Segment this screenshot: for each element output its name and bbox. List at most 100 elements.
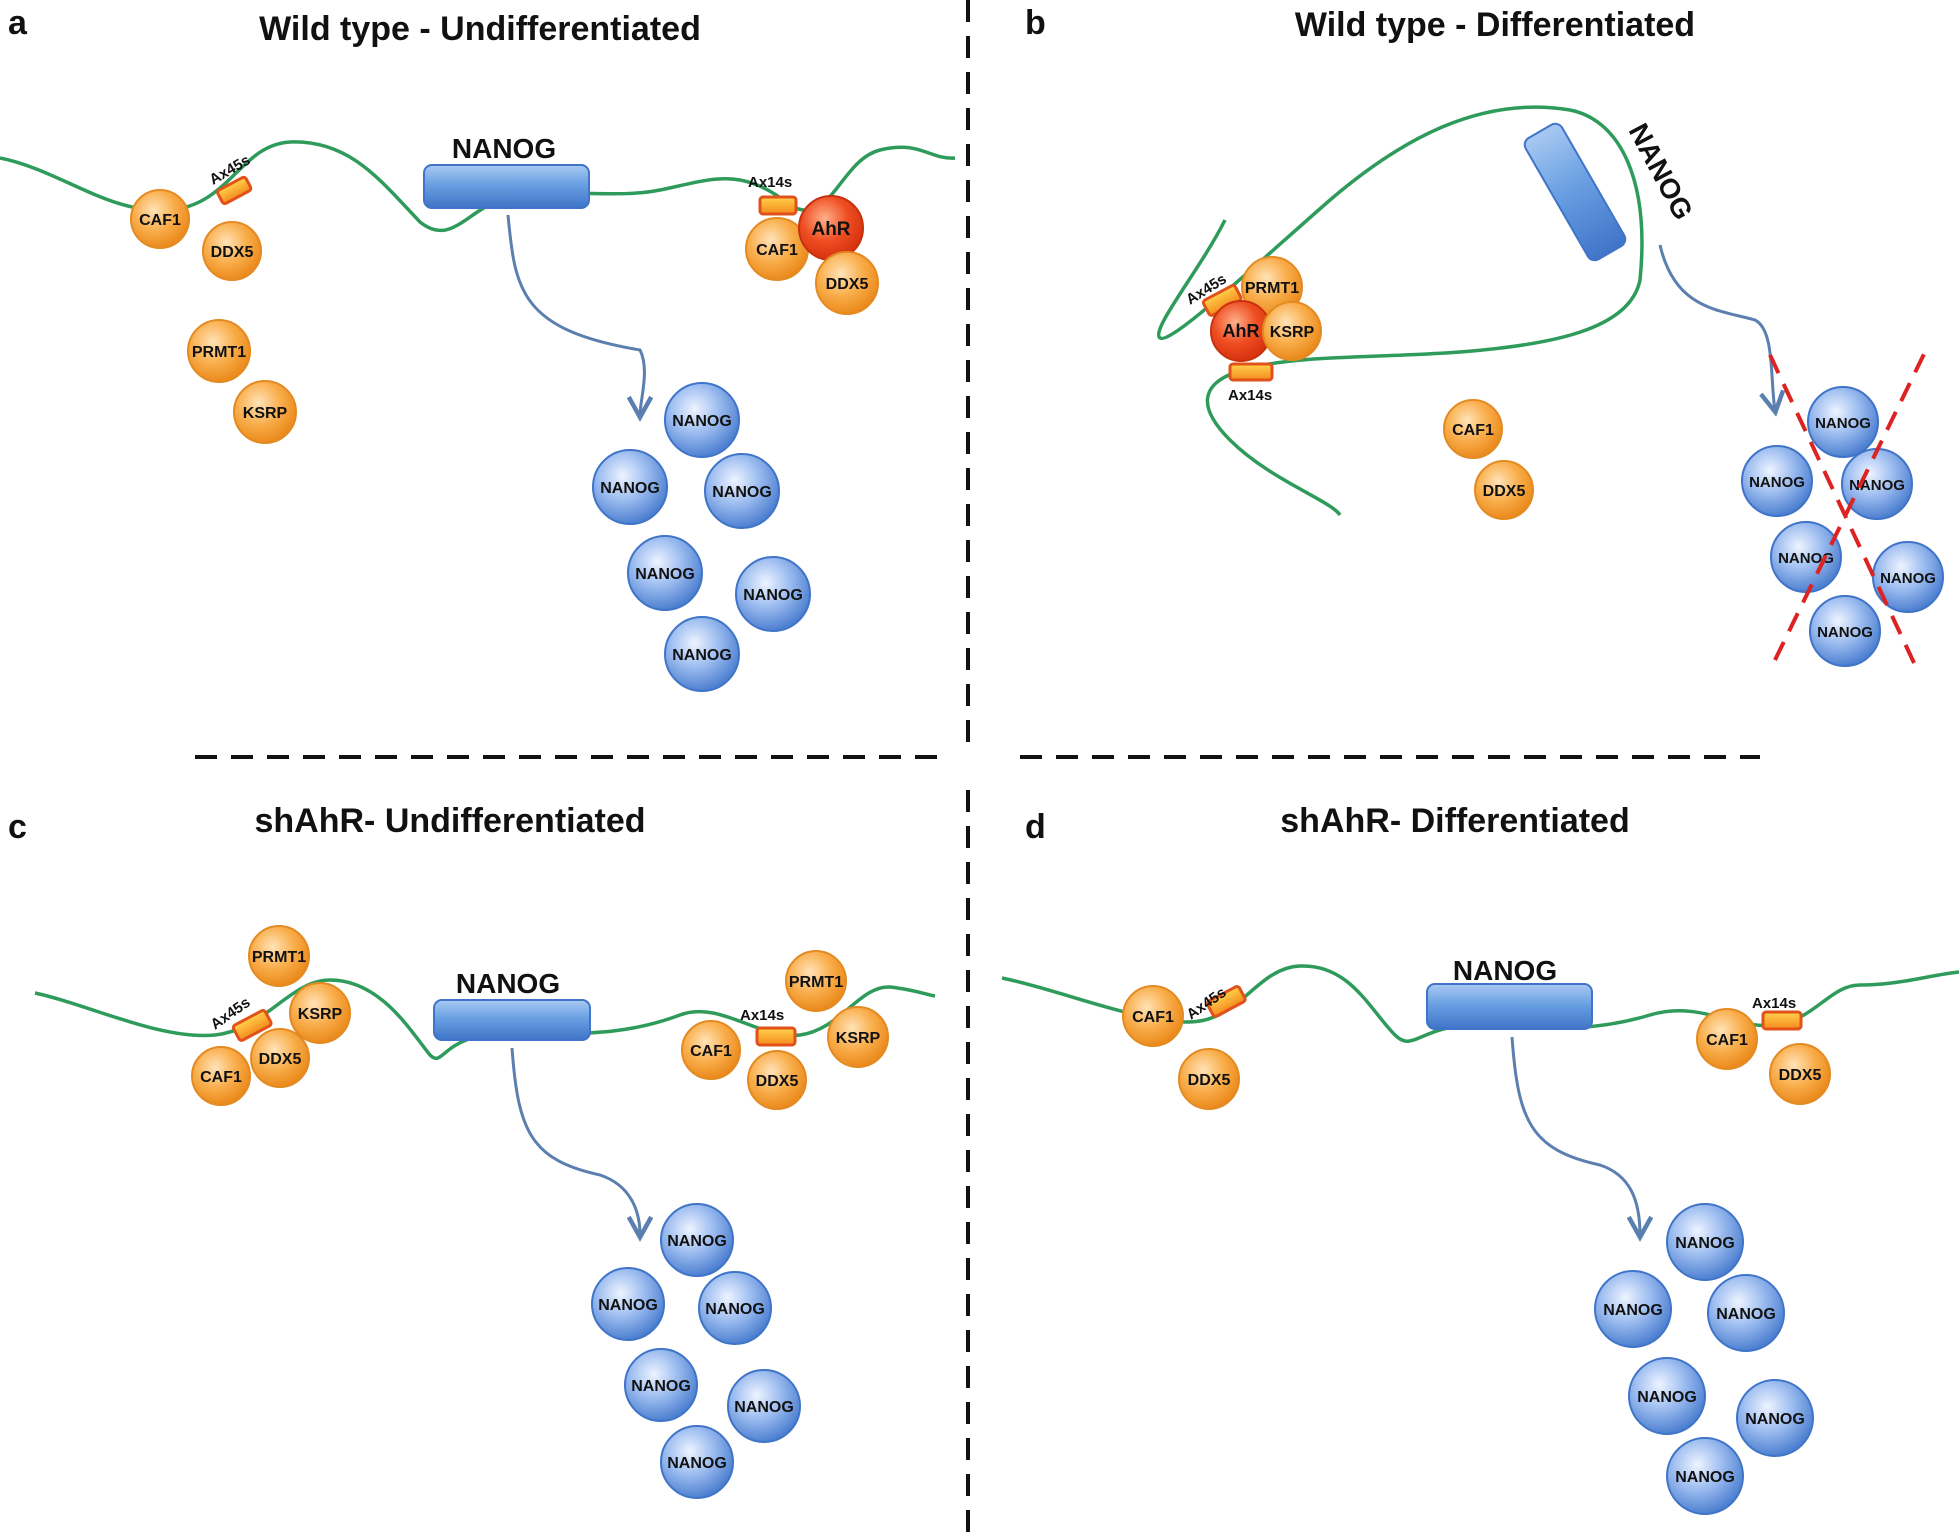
gene-label: NANOG (1623, 118, 1699, 225)
nanog-label: NANOG (672, 647, 732, 664)
nanog-label: NANOG (1603, 1302, 1663, 1319)
protein-label: CAF1 (1132, 1009, 1174, 1026)
nanog-label: NANOG (672, 413, 732, 430)
nanog-protein (1707, 1274, 1785, 1352)
caf1-protein (1696, 1008, 1758, 1070)
nanog-protein (1807, 386, 1879, 458)
panel-title: shAhR- Differentiated (1280, 802, 1629, 840)
caf1-protein (191, 1046, 251, 1106)
nanog-label: NANOG (1749, 474, 1805, 491)
nanog-label: NANOG (600, 480, 660, 497)
nanog-gene (1523, 122, 1627, 262)
nanog-label: NANOG (1778, 550, 1834, 567)
protein-label: CAF1 (1706, 1032, 1748, 1049)
nanog-protein (1736, 1379, 1814, 1457)
protein-label: DDX5 (1188, 1072, 1231, 1089)
caf1-protein (681, 1020, 741, 1080)
ksrp-protein (827, 1006, 889, 1068)
panel-title: shAhR- Undifferentiated (255, 802, 646, 840)
nanog-protein (1809, 595, 1881, 667)
protein-label: CAF1 (139, 212, 181, 229)
nanog-gene (1426, 983, 1593, 1030)
nanog-protein (704, 453, 780, 529)
gene-label: NANOG (452, 133, 556, 164)
protein-label: DDX5 (1483, 483, 1526, 500)
expression-arrow (1510, 1036, 1640, 1235)
protein-label: CAF1 (690, 1043, 732, 1060)
dna-strand (1156, 105, 1644, 517)
site-label: Ax14s (740, 1007, 784, 1024)
panel-letter: a (8, 4, 28, 42)
panel-letter: d (1025, 808, 1046, 846)
nanog-label: NANOG (1880, 570, 1936, 587)
protein-label: PRMT1 (252, 949, 306, 966)
nanog-protein (1666, 1437, 1744, 1515)
nanog-protein (660, 1203, 734, 1277)
ax14s-binding-site (1228, 362, 1274, 382)
cross-out-line (1768, 354, 1917, 666)
nanog-label: NANOG (743, 587, 803, 604)
nanog-label: NANOG (1849, 477, 1905, 494)
protein-label: DDX5 (1779, 1067, 1822, 1084)
ddx5-protein (1769, 1043, 1831, 1105)
protein-label: AhR (811, 219, 850, 240)
ddx5-protein (250, 1028, 310, 1088)
nanog-protein (660, 1425, 734, 1499)
expression-arrow (506, 214, 644, 415)
nanog-label: NANOG (1637, 1389, 1697, 1406)
panel-title: Wild type - Differentiated (1295, 6, 1695, 44)
panel-b: b Wild type - Differentiated NANOG Ax45s… (1025, 4, 1944, 667)
protein-label: PRMT1 (789, 974, 843, 991)
ddx5-protein (747, 1050, 807, 1110)
prmt1-protein (785, 950, 847, 1012)
caf1-protein (1122, 985, 1184, 1047)
nanog-label: NANOG (1817, 624, 1873, 641)
protein-label: DDX5 (211, 244, 254, 261)
nanog-protein (592, 449, 668, 525)
nanog-label: NANOG (1815, 415, 1871, 432)
prmt1-protein (187, 319, 251, 383)
ax14s-binding-site (1761, 1010, 1803, 1031)
expression-arrow (1658, 244, 1775, 410)
caf1-protein (130, 189, 190, 249)
ksrp-protein (233, 380, 297, 444)
site-label: Ax14s (748, 174, 792, 191)
protein-label: KSRP (836, 1030, 881, 1047)
site-label: Ax14s (1228, 387, 1272, 404)
panel-a: a Wild type - Undifferentiated NANOG CAF… (0, 4, 956, 692)
protein-label: AhR (1223, 321, 1260, 341)
protein-label: CAF1 (200, 1069, 242, 1086)
nanog-label: NANOG (734, 1399, 794, 1416)
ddx5-protein (202, 221, 262, 281)
nanog-protein (1872, 541, 1944, 613)
nanog-label: NANOG (1745, 1411, 1805, 1428)
nanog-protein (624, 1348, 698, 1422)
ax45s-binding-site (216, 175, 253, 206)
nanog-protein (1594, 1270, 1672, 1348)
ax14s-binding-site (755, 1026, 797, 1047)
caf1-protein (1443, 399, 1503, 459)
panel-c: c shAhR- Undifferentiated NANOG PRMT1 Ax… (8, 802, 936, 1499)
nanog-protein (735, 556, 811, 632)
panel-letter: b (1025, 4, 1046, 42)
nanog-label: NANOG (667, 1455, 727, 1472)
ax45s-binding-site (231, 1009, 273, 1042)
protein-label: DDX5 (756, 1073, 799, 1090)
nanog-label: NANOG (598, 1297, 658, 1314)
ddx5-protein (1178, 1048, 1240, 1110)
panel-title: Wild type - Undifferentiated (259, 10, 701, 48)
nanog-protein (591, 1267, 665, 1341)
prmt1-protein (248, 925, 310, 987)
protein-label: KSRP (1270, 324, 1315, 341)
ax14s-binding-site (758, 195, 798, 216)
gene-label: NANOG (456, 968, 560, 999)
ddx5-protein (815, 251, 879, 315)
protein-label: KSRP (243, 405, 288, 422)
ddx5-protein (1474, 460, 1534, 520)
nanog-label: NANOG (667, 1233, 727, 1250)
ksrp-protein (289, 982, 351, 1044)
protein-label: DDX5 (826, 276, 869, 293)
ksrp-protein (1262, 301, 1322, 361)
nanog-label: NANOG (1716, 1306, 1776, 1323)
expression-arrow (510, 1047, 640, 1235)
